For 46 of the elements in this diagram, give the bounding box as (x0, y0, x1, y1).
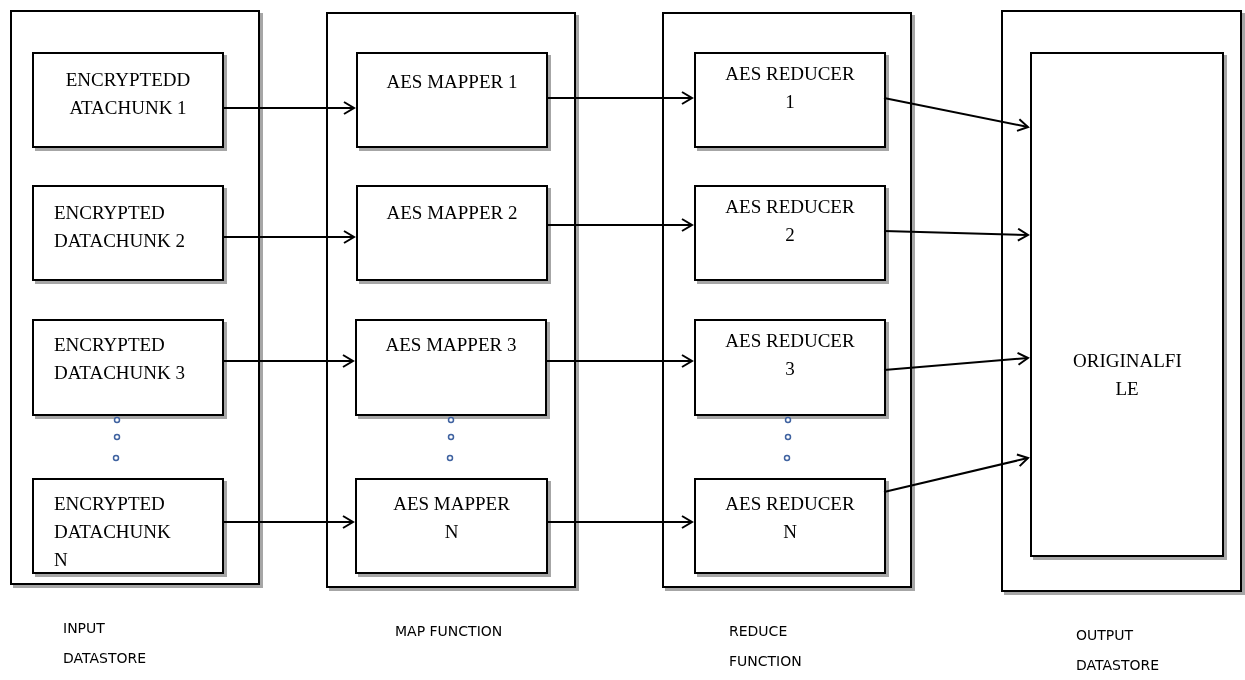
node-label: AES REDUCER N (724, 492, 856, 544)
node-label: ENCRYPTED DATACHUNK 2 (54, 201, 186, 253)
node-label: AES REDUCER 3 (724, 329, 856, 381)
node-label: AES MAPPER 2 (385, 201, 519, 225)
arrow (221, 515, 354, 529)
stage-label: MAP FUNCTION (395, 622, 504, 641)
node-label: AES MAPPER N (392, 492, 511, 544)
node-label: ORIGINALFI LE (1073, 349, 1181, 401)
arrow (883, 453, 1029, 493)
process-box (694, 52, 886, 148)
node-label: ENCRYPTED DATACHUNK N (54, 492, 172, 572)
process-box (32, 185, 224, 281)
process-box (356, 185, 548, 281)
node-label: AES REDUCER 2 (724, 195, 856, 247)
process-box (32, 52, 224, 148)
stage-label: OUTPUT DATASTORE (1076, 626, 1161, 675)
process-box (356, 52, 548, 148)
process-box (694, 478, 886, 574)
arrow (221, 230, 355, 244)
arrow (221, 354, 354, 368)
node-label: ENCRYPTEDD ATACHUNK 1 (64, 68, 192, 120)
arrow (221, 101, 355, 115)
node-label: AES MAPPER 1 (385, 70, 519, 94)
arrow (883, 97, 1029, 132)
stage-label: REDUCE FUNCTION (729, 622, 803, 671)
node-label: AES MAPPER 3 (384, 333, 518, 357)
process-box (32, 478, 224, 574)
process-box (694, 319, 886, 416)
container-box (326, 12, 576, 588)
arrow (544, 354, 693, 368)
arrow (545, 218, 693, 232)
arrow (883, 351, 1029, 371)
stage-label: INPUT DATASTORE (63, 619, 148, 668)
process-box (355, 478, 548, 574)
node-label: ENCRYPTED DATACHUNK 3 (54, 333, 186, 385)
node-label: AES REDUCER 1 (724, 62, 856, 114)
container-box (662, 12, 912, 588)
container-box (1001, 10, 1242, 592)
process-box (1030, 52, 1224, 557)
process-box (355, 319, 547, 416)
arrow (545, 91, 693, 105)
arrow (545, 515, 693, 529)
arrow (883, 227, 1029, 242)
process-box (694, 185, 886, 281)
container-box (10, 10, 260, 585)
process-box (32, 319, 224, 416)
